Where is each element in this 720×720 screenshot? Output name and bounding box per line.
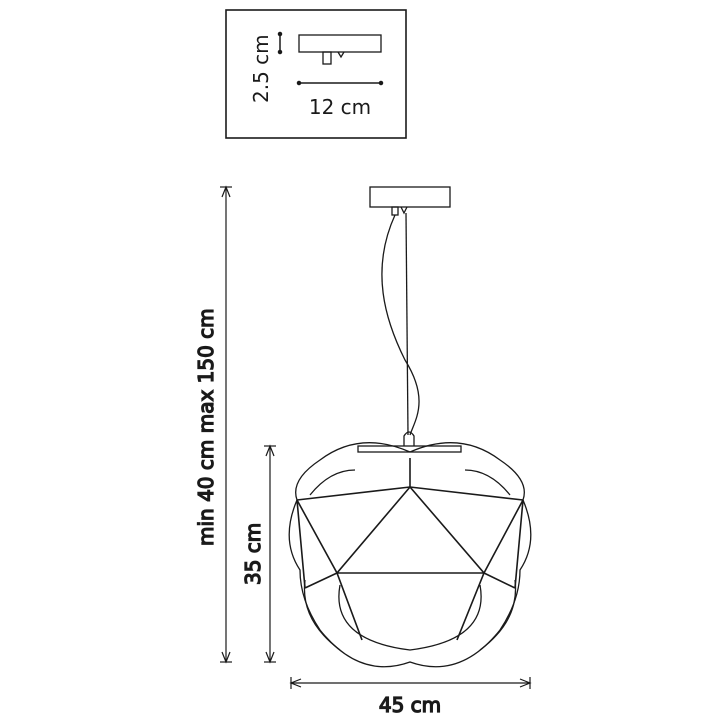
dimension-lines (220, 185, 532, 689)
canopy-width-label: 12 cm (309, 95, 371, 119)
cable-length-label: min 40 cm max 150 cm (194, 308, 218, 546)
canopy-height-label: 2.5 cm (249, 34, 273, 103)
canopy-inset: 2.5 cm 12 cm (225, 9, 407, 139)
lamp-canopy (369, 186, 451, 436)
shade-width-label: 45 cm (379, 693, 441, 717)
lamp-shade (288, 431, 532, 668)
shade-height-label: 35 cm (241, 523, 265, 585)
